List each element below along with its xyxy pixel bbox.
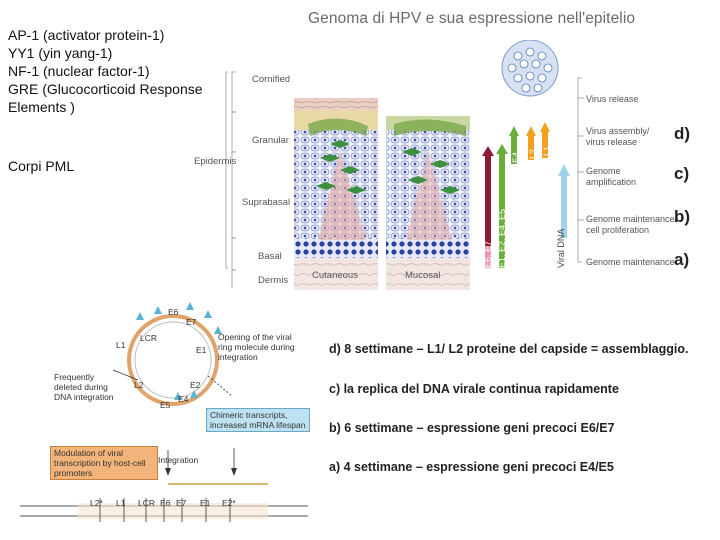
layer-basal: Basal xyxy=(258,251,282,262)
stage-letter-a: a) xyxy=(674,250,689,270)
legend-pml: Corpi PML xyxy=(8,157,74,175)
step-b: b) 6 settimane – espressione geni precoc… xyxy=(329,421,615,435)
step-a: a) 4 settimane – espressione geni precoc… xyxy=(329,460,614,474)
legend-nf1: NF-1 (nuclear factor-1) xyxy=(8,62,150,80)
panel-mucosal: Mucosal xyxy=(405,270,440,281)
stage-letter-d: d) xyxy=(674,124,690,144)
legend-yy1: YY1 (yin yang-1) xyxy=(8,44,112,62)
linear-l1: L1 xyxy=(116,498,125,508)
panel-cutaneous: Cutaneous xyxy=(312,270,358,281)
layer-granular: Granular xyxy=(252,135,289,146)
stage-maintenance: Genome maintenance xyxy=(586,257,682,268)
ring-e4: E4 xyxy=(178,394,188,404)
layer-cornified: Cornified xyxy=(252,74,290,85)
ring-e6: E6 xyxy=(168,307,178,317)
gene-label-e1e2e4e5: E1, E2, E4, E5 xyxy=(497,209,507,268)
ring-e5: E5 xyxy=(160,400,170,410)
note-deleted: Frequently deleted during DNA integratio… xyxy=(54,372,122,402)
ring-lcr: LCR xyxy=(140,333,157,343)
ring-e1: E1 xyxy=(196,345,206,355)
ring-l2: L2 xyxy=(134,380,143,390)
ring-l1: L1 xyxy=(116,340,125,350)
stage-assembly: Virus assembly/ virus release xyxy=(586,126,666,148)
layer-dermis: Dermis xyxy=(258,275,288,286)
layer-epidermis: Epidermis xyxy=(194,156,236,167)
gene-label-e6e7: E6, E7 xyxy=(483,241,493,268)
linear-e2: E2* xyxy=(222,498,236,508)
blue-arrow xyxy=(558,164,570,238)
gene-label-l1: L1 xyxy=(542,146,552,156)
note-modulation: Modulation of viral transcription by hos… xyxy=(50,446,158,480)
step-d: d) 8 settimane – L1/ L2 proteine del cap… xyxy=(329,342,689,356)
note-chimeric: Chimeric transcripts, increased mRNA lif… xyxy=(206,408,310,432)
ring-e2: E2 xyxy=(190,380,200,390)
gene-label-viral-dna: Viral DNA xyxy=(556,229,566,268)
linear-e1: E1 xyxy=(200,498,210,508)
stage-amplification: Genome amplification xyxy=(586,166,656,188)
stage-letter-b: b) xyxy=(674,207,690,227)
integration-label: Integration xyxy=(158,455,198,465)
gene-label-l2: L2 xyxy=(528,149,538,159)
linear-l2: L2* xyxy=(90,498,103,508)
linear-lcr: LCR xyxy=(138,498,155,508)
legend-gre: GRE (Glucocorticoid Response xyxy=(8,80,203,98)
step-c: c) la replica del DNA virale continua ra… xyxy=(329,382,619,396)
figure-title: Genoma di HPV e sua espressione nell'epi… xyxy=(308,10,635,28)
legend-ap1: AP-1 (activator protein-1) xyxy=(8,26,164,44)
stage-maintenance-prolif: Genome maintenance/ cell proliferation xyxy=(586,214,682,236)
layer-suprabasal: Suprabasal xyxy=(242,197,290,208)
legend-gre-cont: Elements ) xyxy=(8,98,75,116)
linear-e6: E6 xyxy=(160,498,170,508)
ring-e7: E7 xyxy=(186,317,196,327)
note-opening: Opening of the viral ring molecule durin… xyxy=(218,332,308,362)
stage-virus-release: Virus release xyxy=(586,94,674,105)
stage-letter-c: c) xyxy=(674,164,689,184)
gene-label-e4: E4 xyxy=(511,152,521,163)
linear-e7: E7 xyxy=(176,498,186,508)
